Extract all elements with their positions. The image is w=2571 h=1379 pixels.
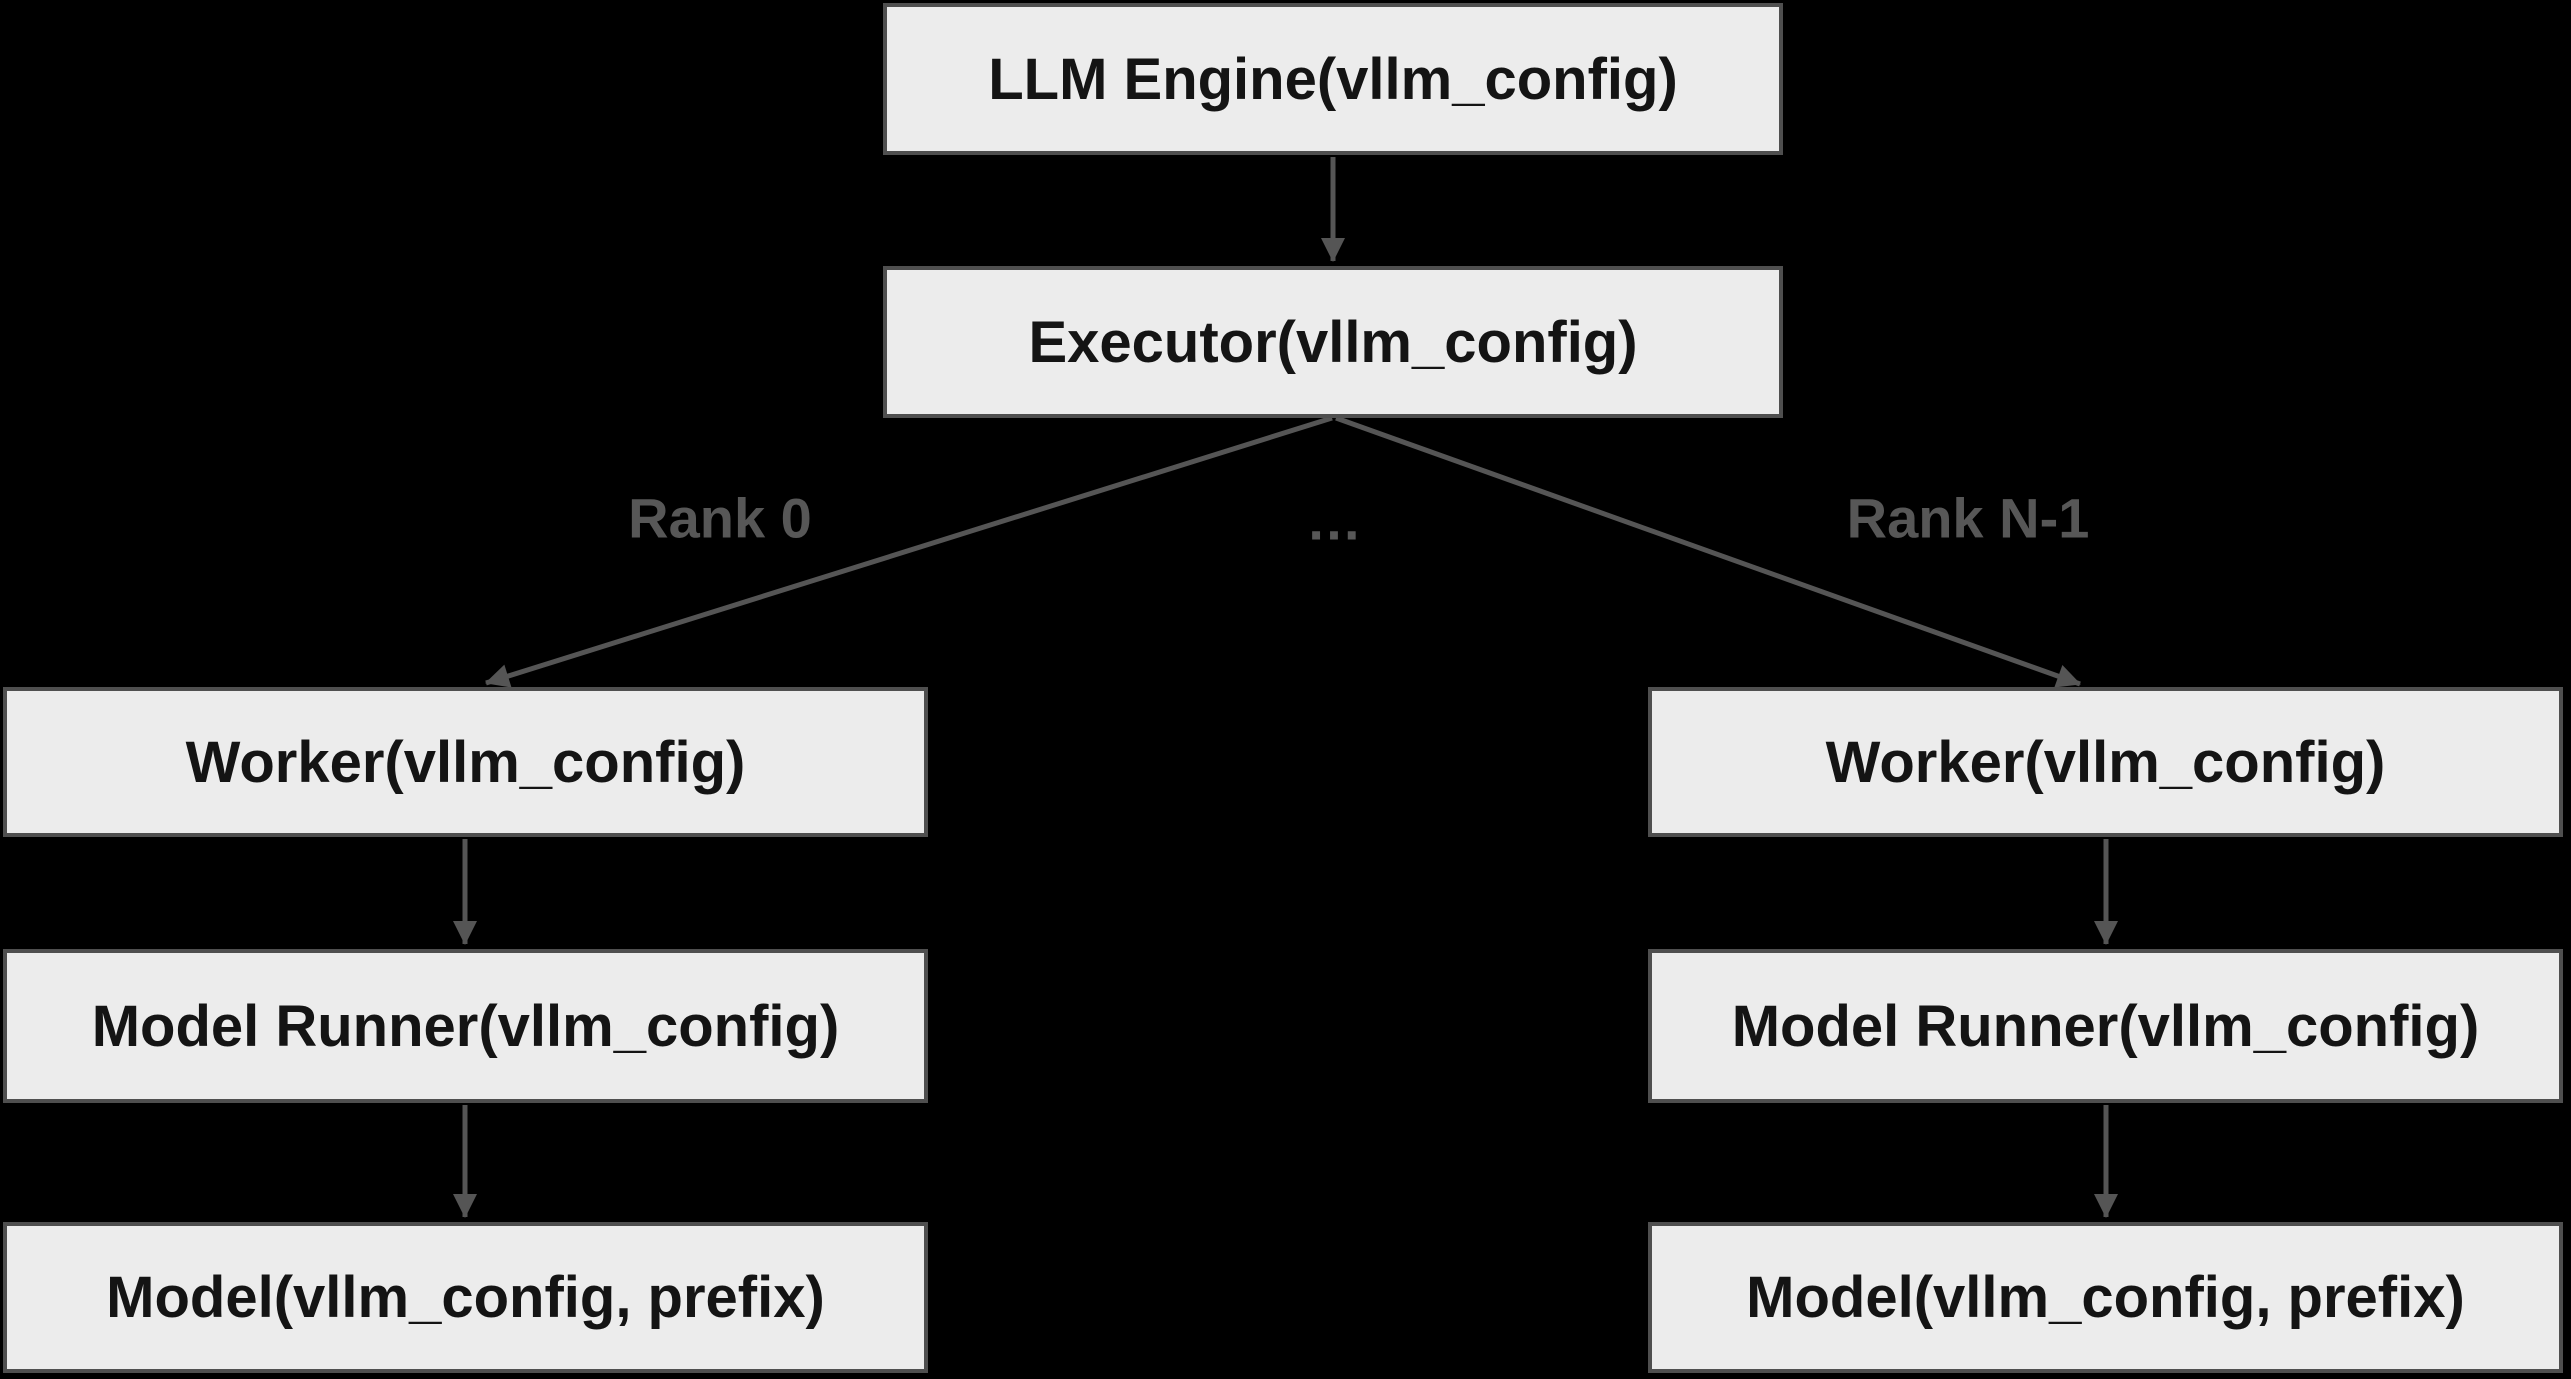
node-model-rank-n-1: Model(vllm_config, prefix) <box>1648 1222 2563 1373</box>
node-llm-engine: LLM Engine(vllm_config) <box>883 3 1783 155</box>
node-worker-rank-n-1: Worker(vllm_config) <box>1648 687 2563 837</box>
node-model-rank-0: Model(vllm_config, prefix) <box>3 1222 928 1373</box>
arrow-executor-to-worker-left <box>485 415 1333 688</box>
node-model-runner-rank-n-1: Model Runner(vllm_config) <box>1648 949 2563 1103</box>
node-model-runner-rank-0: Model Runner(vllm_config) <box>3 949 928 1103</box>
edge-label-rank-n-1: Rank N-1 <box>1846 486 2090 550</box>
edge-label-rank-0: Rank 0 <box>628 486 812 550</box>
arrow-executor-to-worker-right <box>1335 415 2081 688</box>
node-worker-rank-0: Worker(vllm_config) <box>3 687 928 837</box>
edge-label-ellipsis: … <box>1306 488 1362 552</box>
node-executor: Executor(vllm_config) <box>883 266 1783 418</box>
